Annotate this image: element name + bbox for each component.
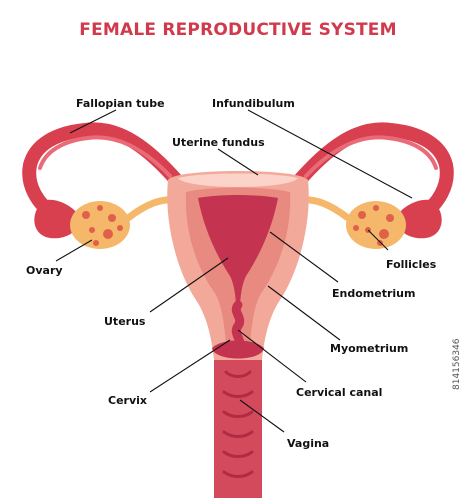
label-ovary: Ovary bbox=[26, 264, 63, 277]
left-follicles bbox=[82, 205, 123, 246]
leader-lines bbox=[55, 109, 413, 433]
leader-cervix bbox=[149, 339, 231, 393]
right-fallopian-tube-highlight bbox=[304, 135, 438, 178]
label-fallopian-tube: Fallopian tube bbox=[76, 97, 165, 110]
left-infundibulum bbox=[34, 199, 82, 239]
label-follicles: Follicles bbox=[386, 258, 437, 271]
leader-cervical-canal bbox=[237, 329, 307, 383]
leader-endometrium bbox=[269, 231, 339, 283]
label-endometrium: Endometrium bbox=[332, 287, 416, 300]
leader-uterus bbox=[149, 257, 229, 313]
leader-uterine-fundus bbox=[217, 148, 259, 176]
right-fallopian-tube bbox=[291, 122, 454, 222]
label-infundibulum: Infundibulum bbox=[212, 97, 295, 110]
leader-infundibulum bbox=[247, 109, 413, 199]
leader-follicles bbox=[367, 229, 389, 251]
label-uterine-fundus: Uterine fundus bbox=[172, 136, 265, 149]
left-fallopian-tube-highlight bbox=[38, 135, 172, 178]
label-vagina: Vagina bbox=[287, 437, 330, 450]
uterine-fundus bbox=[178, 173, 298, 187]
label-cervical-canal: Cervical canal bbox=[296, 386, 383, 399]
label-myometrium: Myometrium bbox=[330, 342, 409, 355]
left-fallopian-tube bbox=[22, 122, 185, 222]
cervix bbox=[212, 340, 264, 359]
stock-id: 814156346 bbox=[452, 338, 462, 390]
leader-ovary bbox=[55, 239, 93, 262]
leader-fallopian-tube bbox=[69, 109, 117, 134]
leader-myometrium bbox=[267, 285, 341, 341]
vagina-rugae bbox=[222, 370, 254, 478]
leader-vagina bbox=[239, 399, 285, 433]
right-infundibulum bbox=[394, 199, 442, 239]
label-cervix: Cervix bbox=[108, 394, 147, 407]
label-uterus: Uterus bbox=[104, 315, 146, 328]
uterine-cavity bbox=[198, 195, 278, 310]
page-title: FEMALE REPRODUCTIVE SYSTEM bbox=[79, 20, 397, 40]
